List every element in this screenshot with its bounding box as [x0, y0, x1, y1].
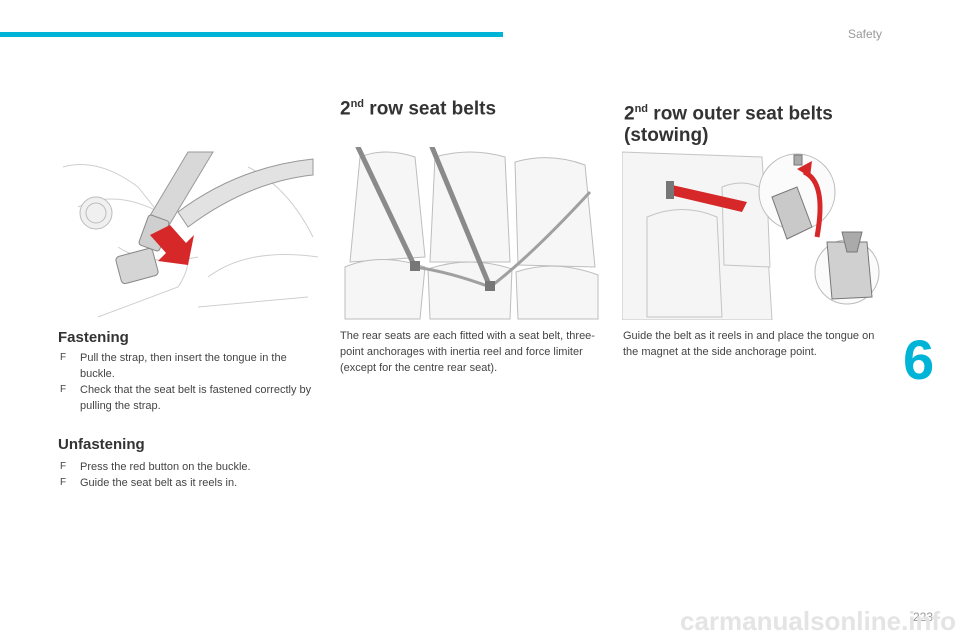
stowing-illustration: [621, 147, 884, 321]
bullet-icon: F: [60, 461, 67, 472]
stowing-title: 2nd row outer seat belts(stowing): [624, 103, 833, 147]
bullet-icon: F: [60, 477, 67, 488]
bullet-icon: F: [60, 384, 67, 395]
page-number: 223: [913, 610, 934, 624]
rear-seats-illustration: [340, 144, 602, 320]
second-row-title: 2nd row seat belts: [340, 98, 497, 120]
section-label: Safety: [848, 27, 883, 41]
unfastening-heading: Unfastening: [58, 436, 145, 453]
footer-watermark: carmanualsonline.info: [680, 606, 956, 636]
stowing-description: Guide the belt as it reels in and place …: [623, 330, 875, 358]
bullet-icon: F: [60, 352, 67, 363]
fastening-heading: Fastening: [58, 329, 129, 346]
chapter-number: 6: [903, 328, 935, 391]
second-row-description: The rear seats are each fitted with a se…: [340, 330, 595, 374]
top-accent-bar: [0, 32, 503, 37]
fastening-illustration: [58, 147, 320, 320]
